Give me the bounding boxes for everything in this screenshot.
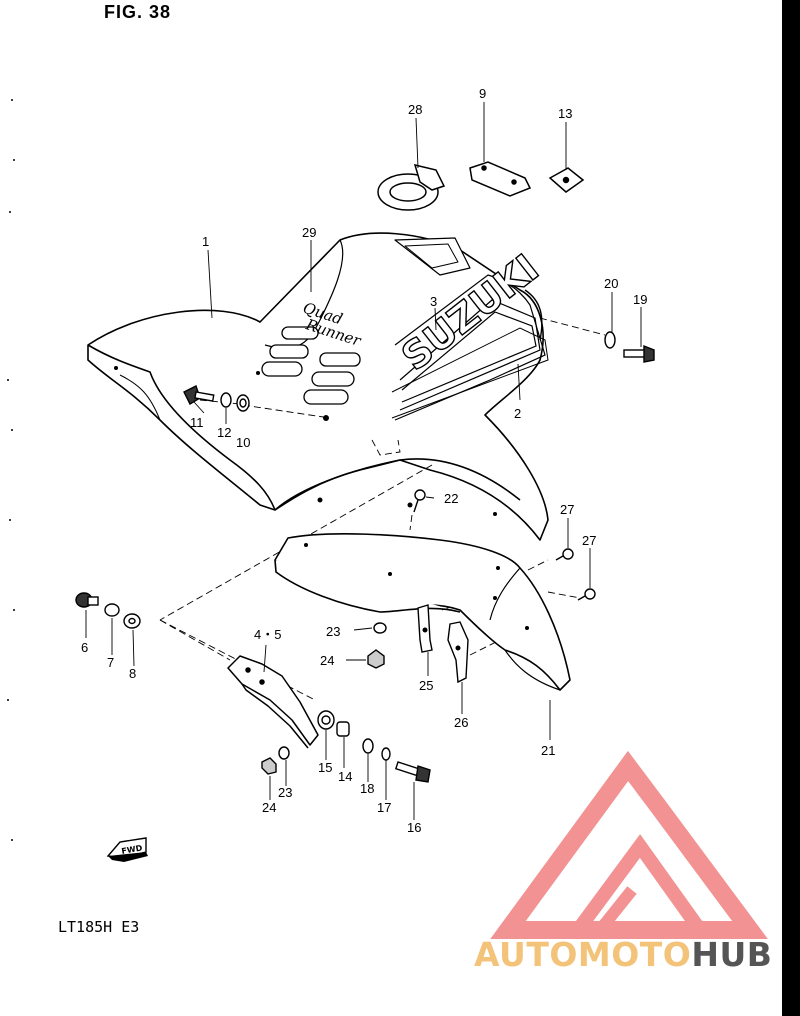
callout-21: 21 (541, 743, 555, 758)
callout-24a: 24 (320, 653, 334, 668)
leader-lines (85, 102, 642, 820)
callout-25: 25 (419, 678, 433, 693)
callout-10: 10 (236, 435, 250, 450)
washer-23b (278, 746, 290, 760)
bolt-19 (623, 344, 655, 363)
callout-17: 17 (377, 800, 391, 815)
callout-9: 9 (479, 86, 486, 101)
scan-specks (7, 99, 15, 841)
callout-14: 14 (338, 769, 352, 784)
figure-title: FIG. 38 (104, 2, 172, 22)
callout-4-5: 4・5 (254, 627, 281, 642)
callout-27a: 27 (560, 502, 574, 517)
bolt-11 (183, 385, 215, 405)
callout-15: 15 (318, 760, 332, 775)
screw-27a (555, 548, 574, 561)
fwd-arrow-icon: FWD (106, 837, 148, 862)
callout-13: 13 (558, 106, 572, 121)
callout-11: 11 (190, 415, 204, 430)
callout-29: 29 (302, 225, 316, 240)
fwd-label: FWD (121, 843, 144, 856)
callout-6: 6 (81, 640, 88, 655)
nut-24b (261, 757, 277, 775)
callout-16: 16 (407, 820, 421, 835)
screw-27b (577, 588, 596, 601)
bracket-26 (447, 621, 469, 684)
callout-3: 3 (430, 294, 437, 309)
part-9-clamp (469, 161, 532, 197)
washer-18 (362, 738, 374, 754)
callout-24b: 24 (262, 800, 276, 815)
screw-22 (413, 489, 426, 513)
bolt-6 (75, 592, 99, 608)
scan-border (782, 0, 800, 1016)
part-28-grommet (377, 163, 446, 211)
washer-8 (123, 613, 141, 629)
watermark-text: AUTOMOTOHUB (474, 935, 772, 974)
washer-20 (604, 331, 616, 349)
callout-2: 2 (514, 406, 521, 421)
callout-1: 1 (202, 234, 209, 249)
callout-22: 22 (444, 491, 458, 506)
callout-7: 7 (107, 655, 114, 670)
front-fender (87, 232, 549, 541)
mounting-bracket (227, 655, 319, 749)
grommet-10 (236, 394, 250, 412)
part-13-clip (548, 167, 585, 193)
fender-extension (274, 532, 571, 691)
watermark-text-a: AUTOMOTO (474, 935, 691, 974)
washer-7 (104, 603, 120, 617)
callout-8: 8 (129, 666, 136, 681)
washer-12 (220, 392, 232, 408)
collar-14 (336, 721, 350, 737)
grommet-15 (317, 710, 335, 730)
washer-17 (381, 747, 391, 761)
callout-26: 26 (454, 715, 468, 730)
callout-19: 19 (633, 292, 647, 307)
washer-23a (373, 622, 387, 634)
bracket-25 (417, 604, 433, 653)
callout-12: 12 (217, 425, 231, 440)
side-decal-panel (391, 274, 549, 421)
callout-27b: 27 (582, 533, 596, 548)
watermark-logo-icon (490, 750, 768, 939)
callout-28: 28 (408, 102, 422, 117)
model-code: LT185H E3 (58, 918, 140, 936)
hardware (75, 331, 655, 783)
watermark-text-b: HUB (691, 935, 772, 974)
callout-18: 18 (360, 781, 374, 796)
callout-23a: 23 (326, 624, 340, 639)
nut-24a (367, 649, 385, 669)
bolt-16 (394, 761, 431, 783)
callout-20: 20 (604, 276, 618, 291)
callout-labels: 1 2 3 4・5 6 7 8 9 10 11 12 13 14 15 16 1… (81, 86, 647, 835)
callout-23b: 23 (278, 785, 292, 800)
